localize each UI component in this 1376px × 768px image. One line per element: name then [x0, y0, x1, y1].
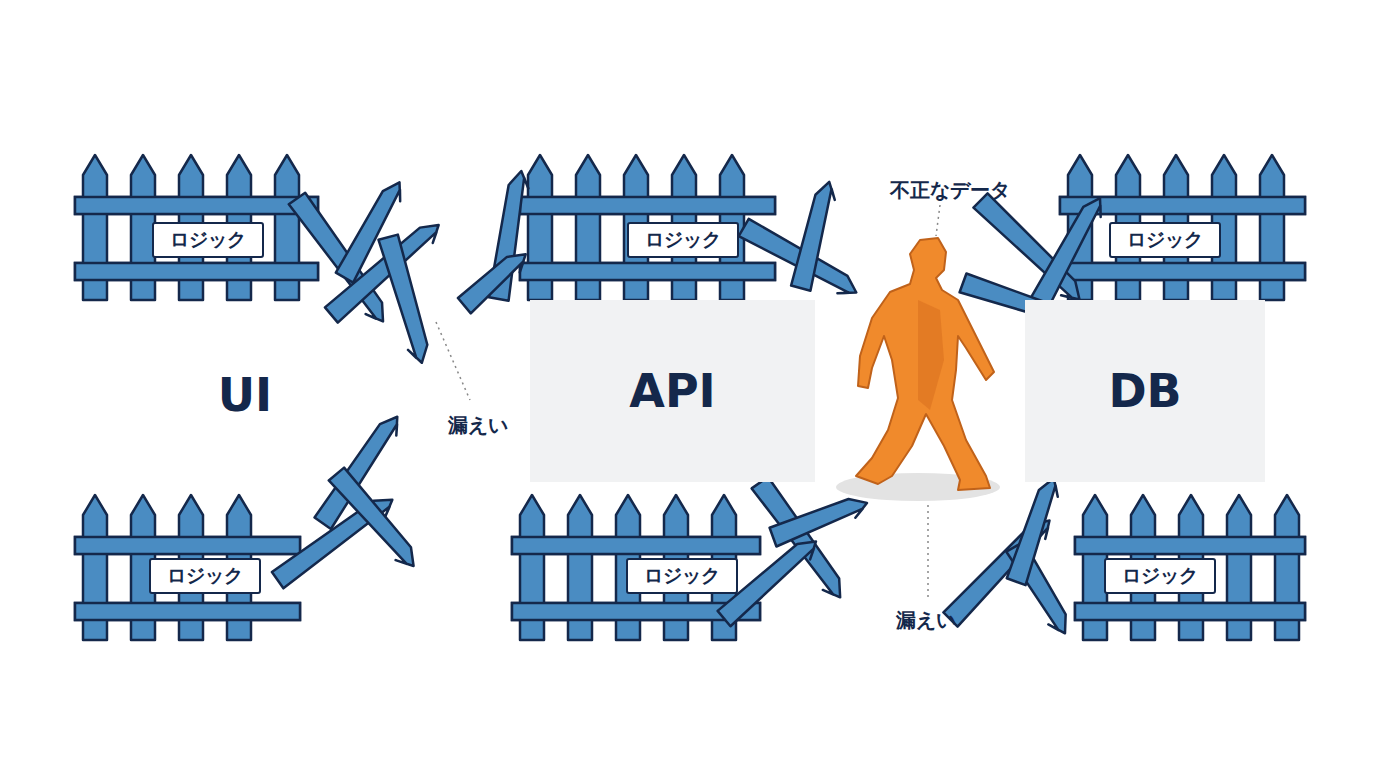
fence-sign: ロジック	[149, 558, 261, 594]
fence-sign: ロジック	[1109, 222, 1221, 258]
broken-plank	[379, 235, 432, 366]
layer-name: DB	[1108, 364, 1181, 418]
plank	[329, 468, 421, 573]
sign-label: ロジック	[170, 227, 246, 253]
fence-rail	[1075, 537, 1305, 554]
sign-label: ロジック	[645, 227, 721, 253]
fence-rail	[520, 263, 775, 280]
fence-rail	[75, 263, 318, 280]
fence-rail	[1060, 263, 1305, 280]
fence-sign: ロジック	[626, 558, 738, 594]
plank	[1007, 475, 1063, 585]
broken-plank	[1031, 193, 1108, 307]
leader-line	[936, 205, 940, 236]
figure-shade	[918, 300, 944, 410]
fence-rail	[75, 603, 300, 620]
fence-rail	[520, 263, 775, 280]
fence-sign: ロジック	[627, 222, 739, 258]
sign-label: ロジック	[167, 563, 243, 589]
fence-rail	[1075, 603, 1305, 620]
walking-figure	[856, 238, 994, 490]
plank	[336, 177, 408, 282]
plank	[770, 494, 871, 547]
broken-plank	[272, 492, 398, 589]
fence-rail	[75, 197, 318, 214]
api-panel	[530, 300, 815, 482]
fence-sign: ロジック	[1104, 558, 1216, 594]
plank	[458, 247, 532, 314]
fence-rail	[75, 537, 300, 554]
plank	[272, 492, 398, 589]
fence-rail	[512, 537, 760, 554]
layer-name: UI	[218, 368, 272, 422]
fence-rail	[520, 197, 775, 214]
sign-label: ロジック	[1122, 563, 1198, 589]
layer-panel: DB	[1025, 300, 1265, 482]
plank	[379, 235, 432, 366]
sign-label: ロジック	[1127, 227, 1203, 253]
fence-rail	[75, 197, 318, 214]
leader-line	[436, 322, 470, 400]
broken-plank	[770, 494, 871, 547]
broken-plank	[791, 179, 839, 290]
fence-rail	[1075, 603, 1305, 620]
layer-region: UI	[140, 310, 350, 480]
plank	[1031, 193, 1108, 307]
db-panel	[1025, 300, 1265, 482]
fence-rail	[75, 603, 300, 620]
broken-plank	[336, 177, 408, 282]
plank	[791, 179, 839, 290]
leak-label: 漏えい	[896, 607, 956, 634]
fence-sign: ロジック	[152, 222, 264, 258]
layer-panel: API	[530, 300, 815, 482]
broken-plank	[458, 247, 532, 314]
broken-plank	[329, 468, 421, 573]
fence-rail	[1060, 263, 1305, 280]
fence-rail	[520, 197, 775, 214]
fence-rail	[75, 263, 318, 280]
leak-label: 漏えい	[448, 412, 508, 439]
leader-line	[927, 505, 929, 598]
fence-rail	[1075, 537, 1305, 554]
callout-label: 不正なデータ	[890, 177, 1010, 204]
layer-name: API	[629, 364, 715, 418]
fence-rail	[512, 537, 760, 554]
broken-plank	[1007, 475, 1063, 585]
sign-label: ロジック	[644, 563, 720, 589]
fence-rail	[75, 537, 300, 554]
